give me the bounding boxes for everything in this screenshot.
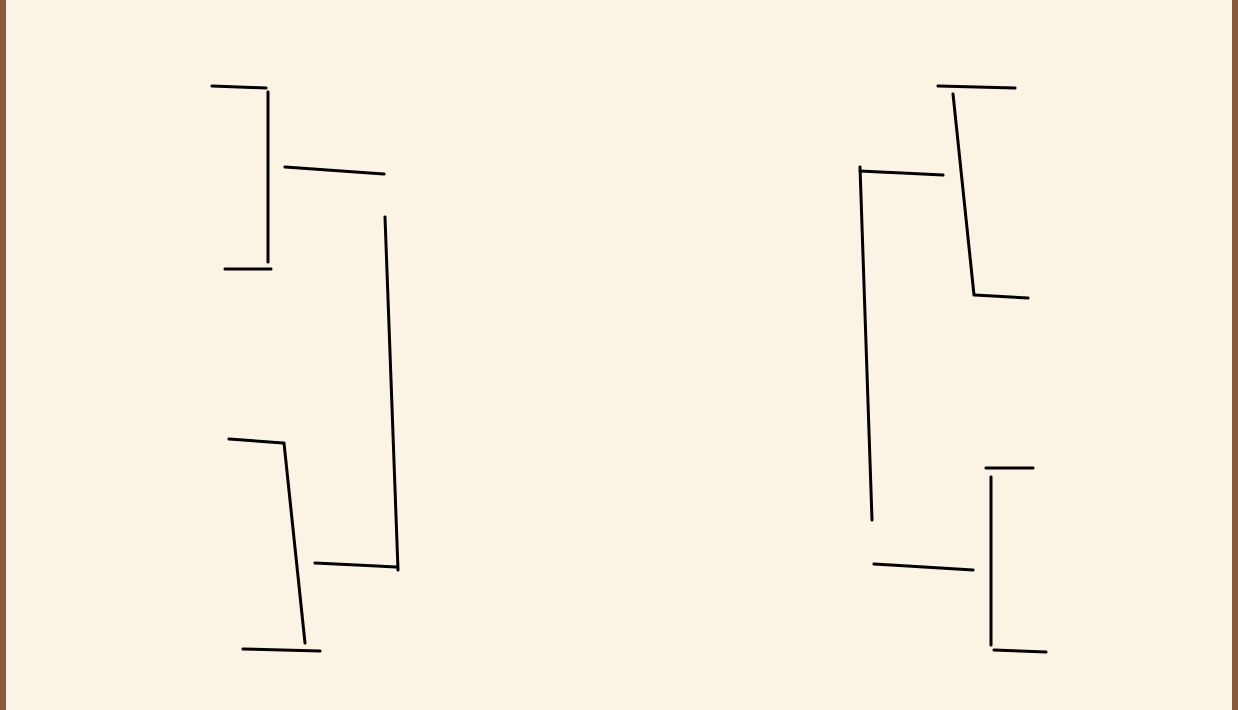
right-lower-bracket-bottom xyxy=(992,648,1048,654)
right-connector-bottom xyxy=(872,562,975,572)
sketch-canvas[interactable] xyxy=(6,0,1238,710)
right-upper-bracket-spine xyxy=(951,92,976,297)
left-lower-bracket-bottom xyxy=(241,647,322,653)
left-connector-top xyxy=(283,165,386,176)
right-upper-bracket-bottom xyxy=(973,293,1030,300)
right-connector-top xyxy=(858,169,945,177)
left-lower-bracket xyxy=(227,437,322,653)
right-upper-bracket xyxy=(936,84,1030,300)
right-connector-spine xyxy=(858,165,874,522)
left-connector-bracket xyxy=(283,165,400,572)
right-upper-bracket-top xyxy=(936,84,1017,90)
right-connector-bracket xyxy=(858,165,975,572)
left-connector-spine xyxy=(383,215,400,572)
left-upper-bracket xyxy=(210,84,273,271)
right-lower-bracket xyxy=(984,466,1048,654)
left-lower-bracket-top xyxy=(227,437,285,445)
left-connector-bottom xyxy=(313,561,398,569)
left-upper-bracket-top xyxy=(210,84,268,90)
left-lower-bracket-spine xyxy=(282,441,307,645)
